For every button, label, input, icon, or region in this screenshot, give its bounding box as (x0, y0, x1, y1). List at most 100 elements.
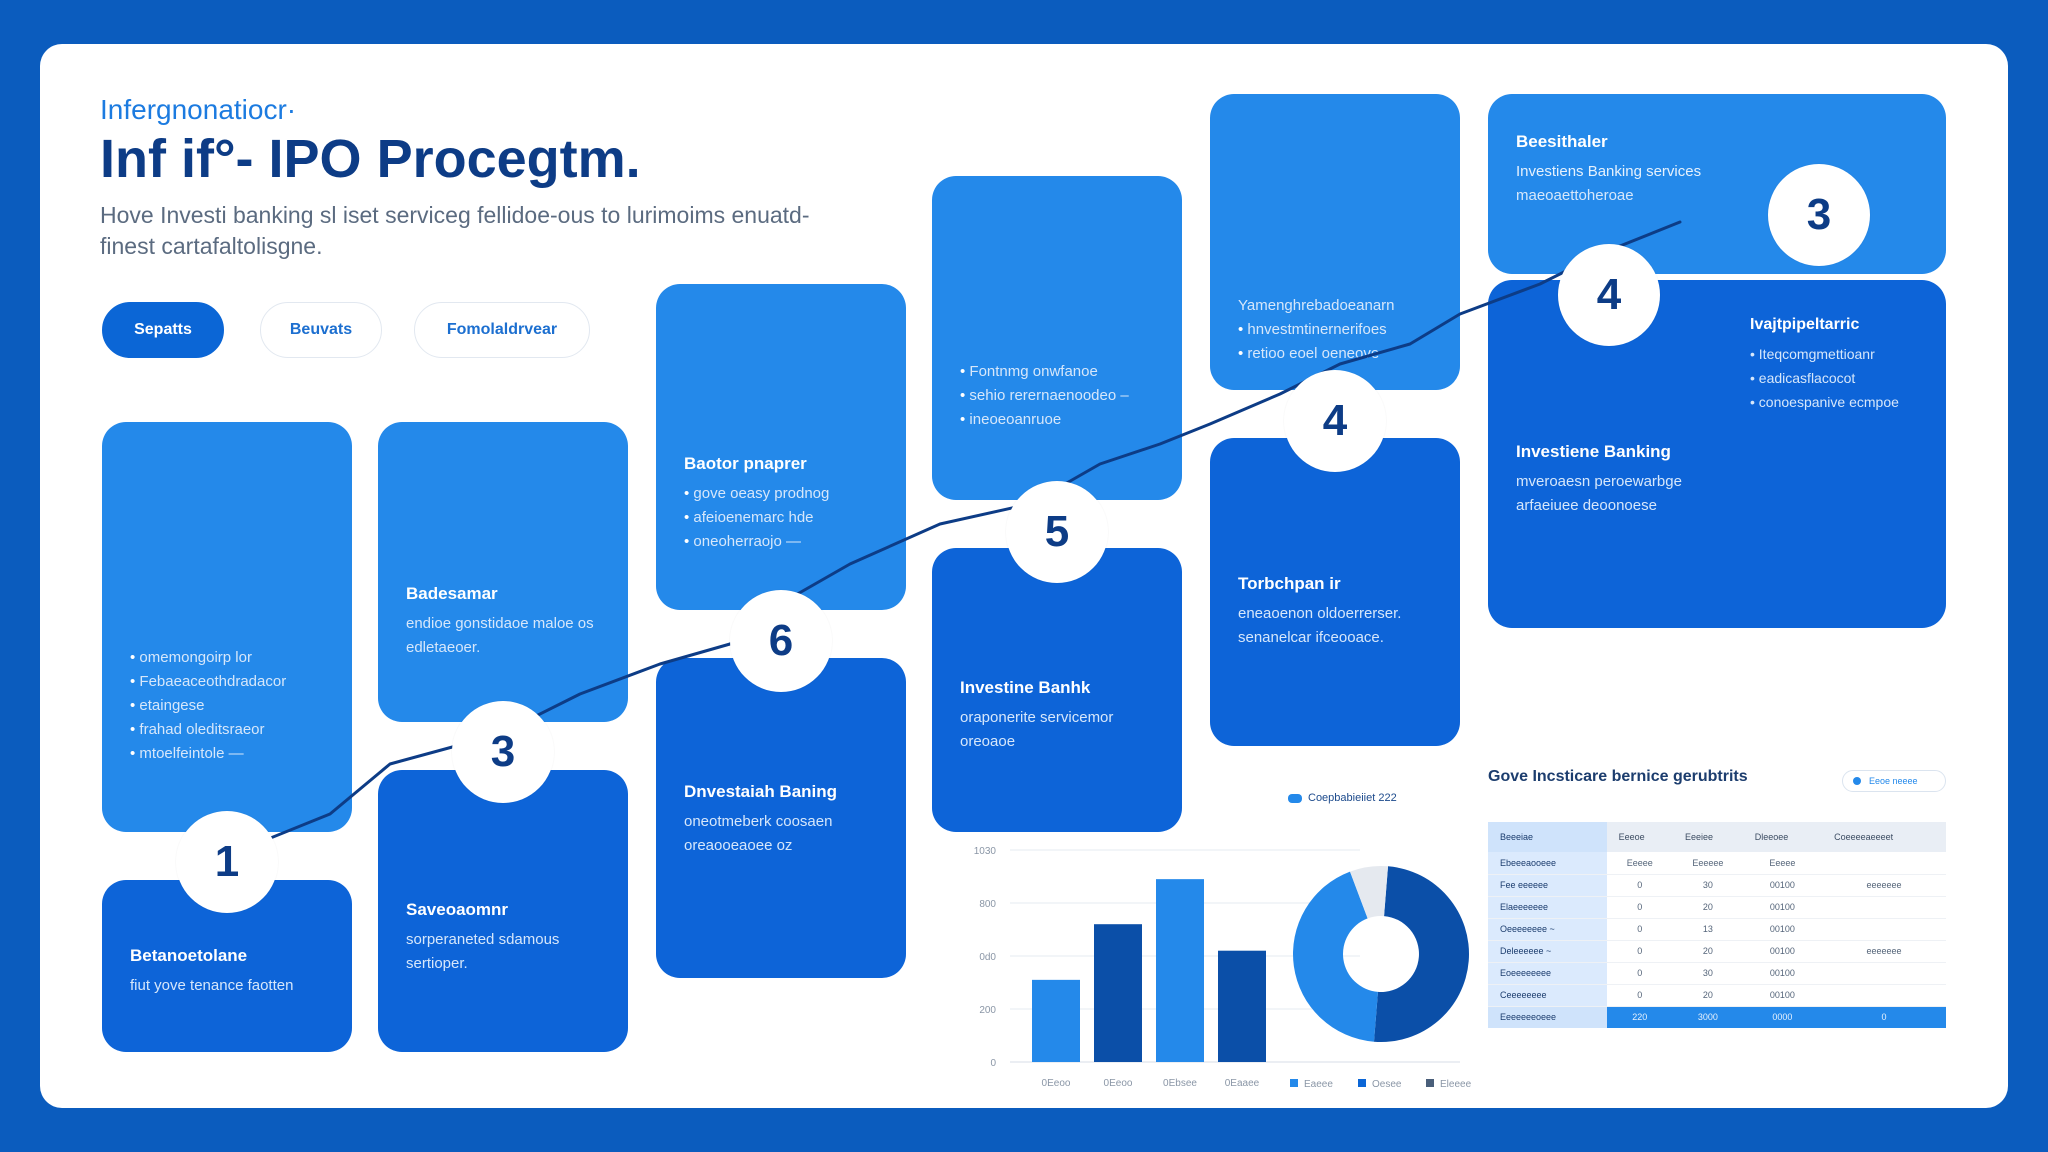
pill-button-2[interactable]: Beuvats (260, 302, 382, 358)
table-header-row: Beeeiae Eeeoe Eeeiee Dleeoee Coeeeeaeeee… (1488, 822, 1946, 852)
step-5-lower-tile: Investine Banhk oraponerite servicemor o… (932, 548, 1182, 832)
table-cell: 0 (1606, 896, 1673, 919)
table-cell: Fee eeeeee (1488, 874, 1607, 897)
table-cell: 20 (1672, 940, 1743, 963)
table-cell: Deleeeeee ~ (1488, 940, 1607, 963)
table-cell: 30 (1672, 962, 1743, 985)
table-header-cell: Eeeoe (1606, 822, 1673, 852)
page-title: Inf if°- IPO Procegtm. (100, 129, 641, 189)
tile-text: oneotmeberk coosaen oreaooeaoee oz (684, 813, 833, 854)
x-tick-label: 0Ebsee (1163, 1078, 1197, 1089)
table-cell: Ebeeeaooeee (1488, 852, 1607, 875)
y-tick-label: 0 (990, 1058, 996, 1069)
tile-title: Beesithaler (1516, 132, 1608, 151)
table-title: Gove Incsticare bernice gerubtrits (1488, 768, 1748, 785)
step-circle-3: 3 (452, 701, 554, 803)
tile-bullet: hnvestmtinernerifoes (1238, 318, 1432, 342)
legend-label: Eaeee (1304, 1079, 1333, 1090)
step-circle-6: 6 (730, 590, 832, 692)
step-6-lower-tile: Dnvestaiah Baning oneotmeberk coosaen or… (656, 658, 906, 978)
tile-title: Baotor pnaprer (684, 454, 807, 473)
step-1-upper-tile: omemongoirp lor Febaeaceothdradacor etai… (102, 422, 352, 832)
y-tick-label: 200 (979, 1005, 996, 1016)
bar (1032, 979, 1080, 1062)
step-3-upper-tile: Badesamar endioe gonstidaoe maloe os edl… (378, 422, 628, 722)
tile-text: mveroaesn peroewarbge arfaeiuee deoonoes… (1516, 473, 1682, 514)
bar (1218, 950, 1266, 1062)
table-cell: 0 (1606, 874, 1673, 897)
table-cell: Oeeeeeeee ~ (1488, 918, 1607, 941)
legend-label: Oesee (1372, 1079, 1402, 1090)
table-cell: Eeeeeeeoeee (1488, 1006, 1607, 1028)
legend-label: Eleeee (1440, 1079, 1472, 1090)
legend-swatch (1288, 793, 1302, 803)
table-cell: 0 (1606, 962, 1673, 985)
x-tick-label: 0Eaaee (1225, 1078, 1260, 1089)
table-cell: Elaeeeeeee (1488, 896, 1607, 919)
right-side-notes: Ivajtpipeltarric • Iteqcomgmettioanr • e… (1750, 316, 1940, 414)
tile-title: Betanoetolane (130, 946, 248, 965)
table-header-cell: Beeeiae (1488, 822, 1607, 852)
tile-bullet: retioo eoel oeneove (1238, 342, 1432, 366)
tile-bullet: etaingese (130, 694, 324, 718)
table-cell (1822, 918, 1946, 941)
tile-bullet: omemongoirp lor (130, 646, 324, 670)
table-filter-chip[interactable]: Eeoe neeee (1842, 770, 1946, 792)
tile-bullet: afeioenemarc hde (684, 506, 878, 530)
tile-title: Torbchpan ir (1238, 574, 1341, 593)
tile-bullet: ineoeoanruoe (960, 408, 1154, 432)
tile-text: endioe gonstidaoe maloe os edletaeoer. (406, 615, 594, 656)
table-cell: eeeeeee (1822, 874, 1946, 897)
tile-text: eneaoenon oldoerrerser. senanelcar ifceo… (1238, 605, 1402, 646)
pill-button-1[interactable]: Sepatts (102, 302, 224, 358)
legend-label: Coepbabieiiet 222 (1308, 792, 1397, 804)
side-note-bullet: • conoespanive ecmpoe (1750, 394, 1899, 410)
top-right-tile: Beesithaler Investiens Banking services … (1488, 94, 1946, 274)
tile-bullet: mtoelfeintole — (130, 742, 324, 766)
tile-bullet: frahad oleditsraeor (130, 718, 324, 742)
table-cell: 00100 (1742, 962, 1823, 985)
table-cell (1822, 896, 1946, 919)
step-circle-4: 4 (1284, 370, 1386, 472)
table-cell: 00100 (1742, 984, 1823, 1007)
legend-swatch (1426, 1079, 1434, 1087)
table-cell (1822, 852, 1946, 875)
table-cell: 30 (1672, 874, 1743, 897)
y-tick-label: 0d0 (979, 952, 996, 963)
x-tick-label: 0Eeoo (1042, 1078, 1071, 1089)
table-cell: Eeeee (1742, 852, 1823, 875)
side-notes-title: Ivajtpipeltarric (1750, 316, 1860, 333)
table-cell: 20 (1672, 984, 1743, 1007)
tile-bullet: sehio rerernaenoodeo – (960, 384, 1154, 408)
donut-slice (1350, 866, 1389, 919)
tile-bullet: Febaeaceothdradacor (130, 670, 324, 694)
legend-swatch (1290, 1079, 1298, 1087)
table-cell: 0000 (1742, 1006, 1823, 1028)
step-6-upper-tile: Baotor pnaprer gove oeasy prodnog afeioe… (656, 284, 906, 610)
table-cell: eeeeeee (1822, 940, 1946, 963)
chip-dot-icon (1853, 777, 1861, 785)
tile-text: maeoaettoheroae (1516, 187, 1634, 204)
bar (1094, 924, 1142, 1062)
chart-legend: Coepbabieiiet 222 (1288, 792, 1397, 804)
donut-slice (1373, 866, 1469, 1042)
tile-bullet: Fontnmg onwfanoe (960, 360, 1154, 384)
table-cell: 00100 (1742, 918, 1823, 941)
side-note-bullet: • Iteqcomgmettioanr (1750, 346, 1875, 362)
tile-title: Investiene Banking (1516, 442, 1671, 461)
tile-text: oraponerite servicemor oreoaoe (960, 709, 1114, 750)
table-header-cell: Coeeeeaeeeet (1822, 822, 1946, 852)
step-circle-5: 5 (1006, 481, 1108, 583)
pill-button-3[interactable]: Fomolaldrvear (414, 302, 590, 358)
table-header-cell: Eeeiee (1672, 822, 1743, 852)
table-cell: 0 (1606, 918, 1673, 941)
infographic-card: Infergnonatiocr· Inf if°- IPO Procegtm. … (40, 44, 2008, 1108)
table-cell (1822, 962, 1946, 985)
step-circle-1: 1 (176, 811, 278, 913)
